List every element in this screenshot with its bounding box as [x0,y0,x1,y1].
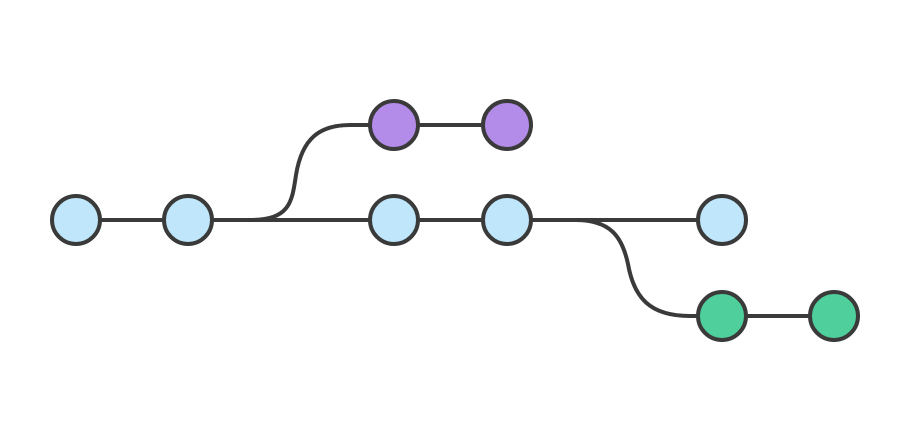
feature-branch-line [248,123,509,222]
release-branch-line [573,218,836,318]
release-commit-1 [696,290,748,342]
main-commit-5 [696,194,748,246]
main-commit-1 [50,194,102,246]
main-commit-4 [481,194,533,246]
feature-commit-2 [481,99,533,151]
main-commit-2 [162,194,214,246]
main-commit-3 [368,194,420,246]
release-commit-2 [808,290,860,342]
commit-nodes [50,99,860,342]
feature-commit-1 [368,99,420,151]
